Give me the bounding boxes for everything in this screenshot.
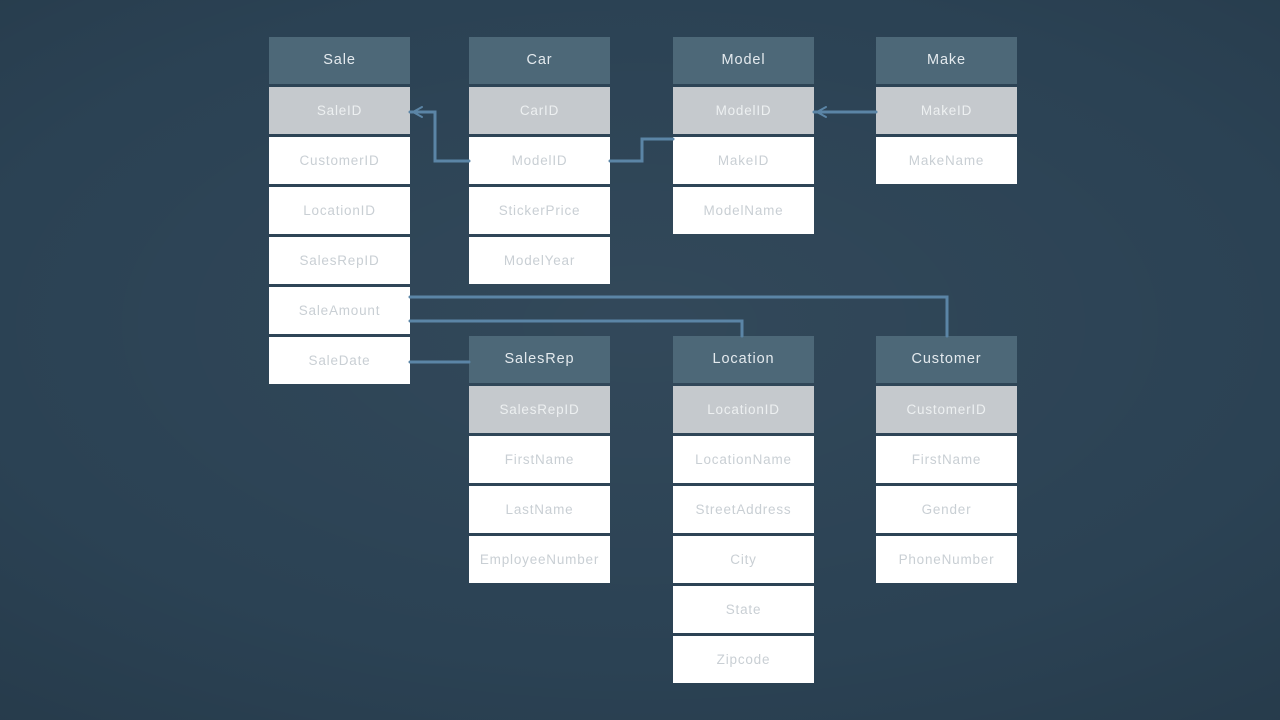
field: SalesRepID: [269, 237, 410, 284]
field: Gender: [876, 486, 1017, 533]
connector-sale-to-customer: [408, 295, 949, 338]
arrowhead-at-saleid: [410, 106, 423, 118]
field: PhoneNumber: [876, 536, 1017, 583]
connector-car-modelid-to-model: [608, 137, 675, 163]
field: State: [673, 586, 814, 633]
primary-key-field: MakeID: [876, 87, 1017, 134]
primary-key-field: SaleID: [269, 87, 410, 134]
field: FirstName: [469, 436, 610, 483]
table-title: Make: [876, 37, 1017, 84]
primary-key-field: CustomerID: [876, 386, 1017, 433]
field: LocationID: [269, 187, 410, 234]
field: SaleDate: [269, 337, 410, 384]
primary-key-field: LocationID: [673, 386, 814, 433]
field: FirstName: [876, 436, 1017, 483]
field: StreetAddress: [673, 486, 814, 533]
field: LastName: [469, 486, 610, 533]
field: Zipcode: [673, 636, 814, 683]
table-title: Customer: [876, 336, 1017, 383]
table-title: Model: [673, 37, 814, 84]
table-title: Location: [673, 336, 814, 383]
field: ModelID: [469, 137, 610, 184]
table-title: SalesRep: [469, 336, 610, 383]
field: StickerPrice: [469, 187, 610, 234]
table-title: Sale: [269, 37, 410, 84]
field: MakeID: [673, 137, 814, 184]
field: City: [673, 536, 814, 583]
arrowhead-at-modelid: [814, 106, 827, 118]
table-title: Car: [469, 37, 610, 84]
primary-key-field: SalesRepID: [469, 386, 610, 433]
connector-sale-saleid-to-car-modelid: [408, 110, 471, 163]
field: ModelYear: [469, 237, 610, 284]
primary-key-field: ModelID: [673, 87, 814, 134]
connector-sale-to-location: [408, 319, 744, 338]
field: LocationName: [673, 436, 814, 483]
primary-key-field: CarID: [469, 87, 610, 134]
field: MakeName: [876, 137, 1017, 184]
field: SaleAmount: [269, 287, 410, 334]
field: ModelName: [673, 187, 814, 234]
field: CustomerID: [269, 137, 410, 184]
field: EmployeeNumber: [469, 536, 610, 583]
